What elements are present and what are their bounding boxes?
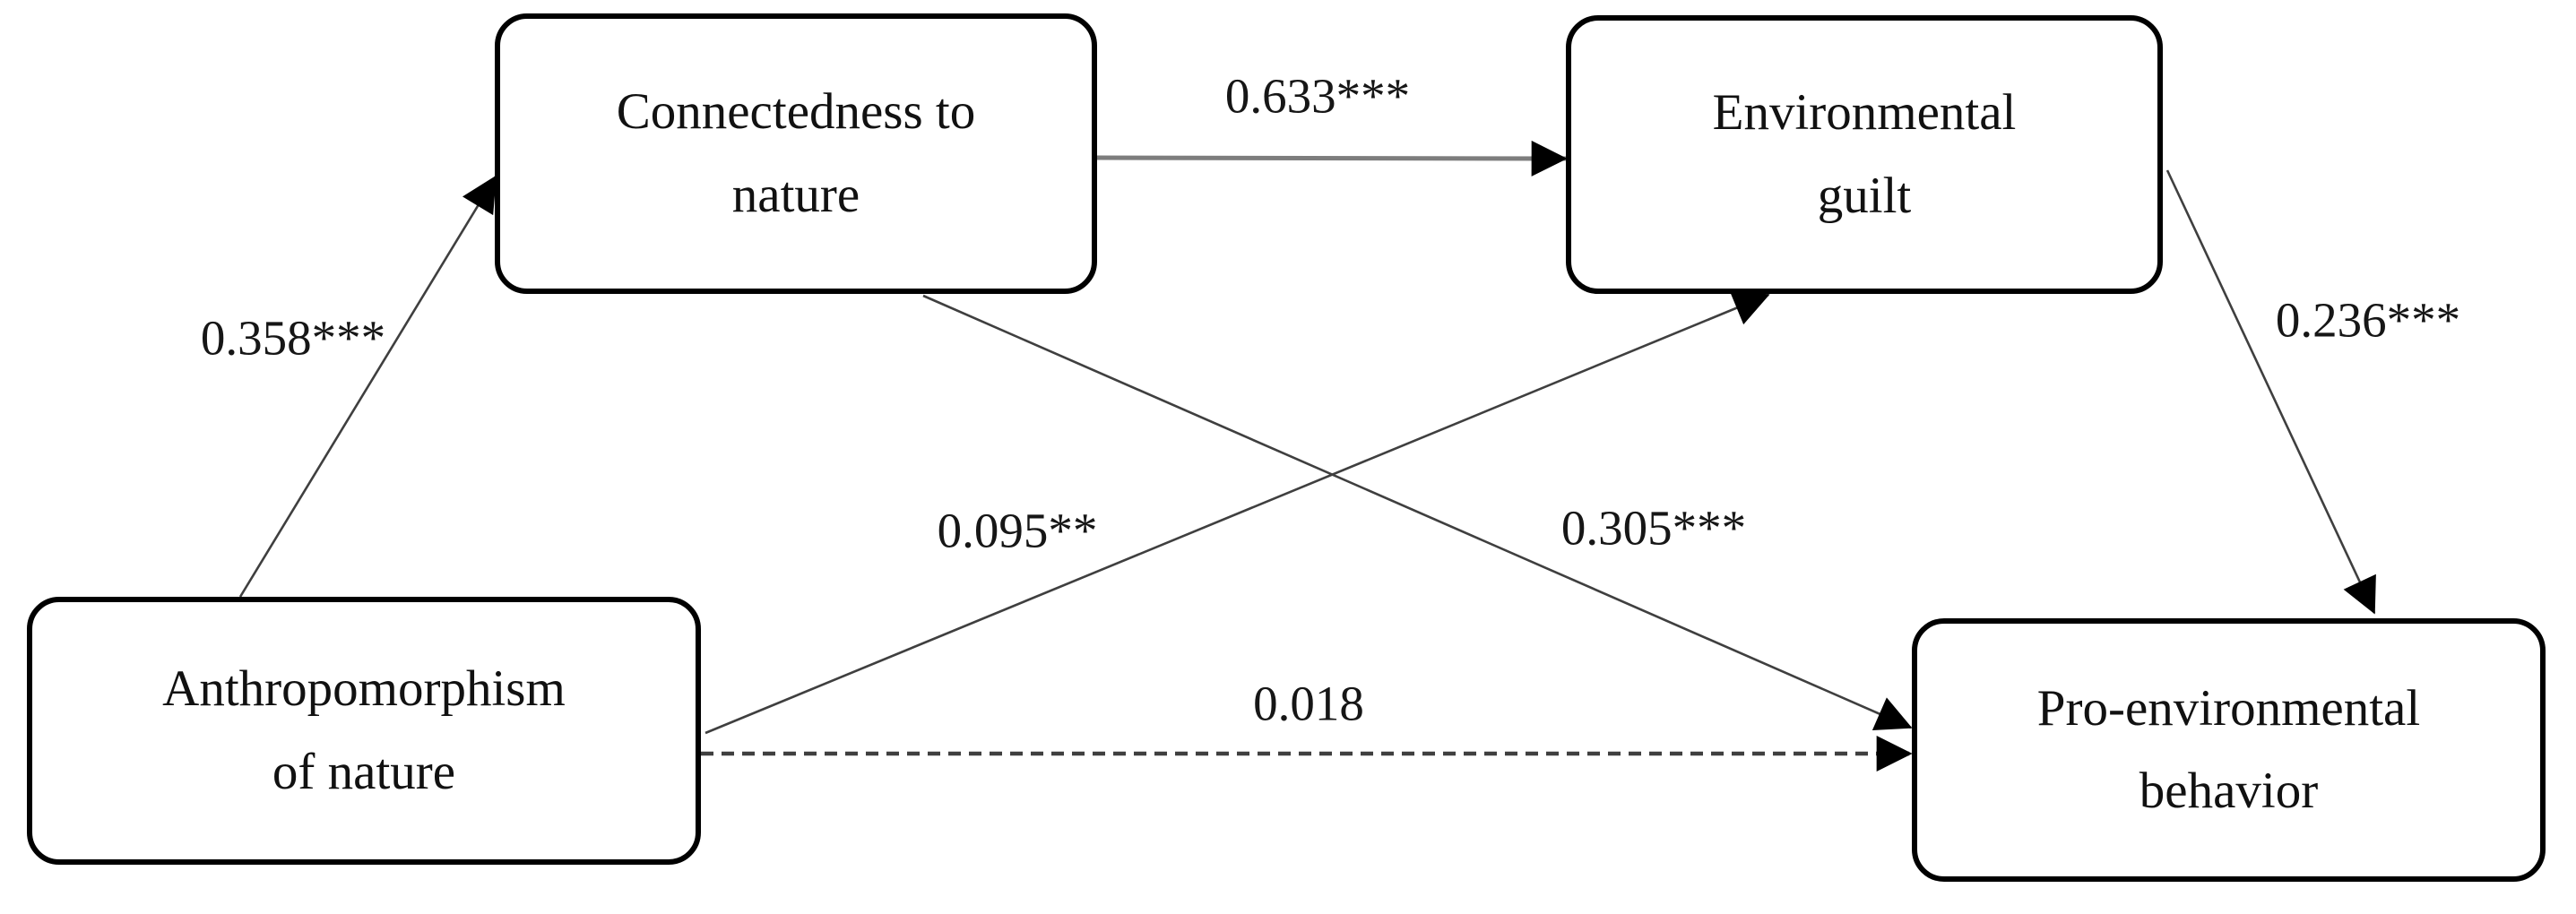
node-label: guilt xyxy=(1817,167,1912,224)
node-connectedness-to-nature: Connectedness to nature xyxy=(495,13,1097,294)
coefficient-anthro-to-behavior: 0.018 xyxy=(1253,676,1364,731)
node-label: Pro-environmental xyxy=(2036,679,2421,737)
node-pro-environmental-behavior: Pro-environmental behavior xyxy=(1912,618,2546,882)
coefficient-connectedness-to-behavior: 0.305*** xyxy=(1560,500,1747,556)
coefficient-connectedness-to-guilt: 0.633*** xyxy=(1224,68,1411,124)
arrow-anthro-to-connectedness xyxy=(238,175,497,598)
node-label: Environmental xyxy=(1712,84,2017,142)
node-label: nature xyxy=(731,166,860,223)
node-label: of nature xyxy=(272,743,456,800)
node-environmental-guilt: Environmental guilt xyxy=(1566,15,2163,294)
node-label: Anthropomorphism xyxy=(162,660,566,718)
node-label: Connectedness to xyxy=(616,83,976,141)
arrow-anthro-to-guilt xyxy=(705,291,1770,735)
node-label: behavior xyxy=(2139,763,2319,819)
arrow-connectedness-to-guilt xyxy=(1096,140,1568,177)
coefficient-guilt-to-behavior: 0.236*** xyxy=(2275,292,2461,348)
arrow-connectedness-to-behavior xyxy=(922,294,1913,730)
arrow-guilt-to-behavior xyxy=(2165,169,2376,615)
coefficient-anthro-to-guilt: 0.095** xyxy=(937,503,1098,558)
coefficient-anthro-to-connectedness: 0.358*** xyxy=(200,310,386,366)
node-anthropomorphism-of-nature: Anthropomorphism of nature xyxy=(27,597,701,865)
